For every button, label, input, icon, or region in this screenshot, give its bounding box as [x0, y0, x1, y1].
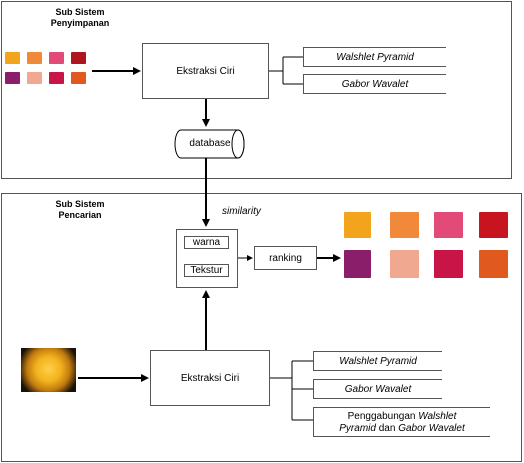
ranking-box: ranking [254, 246, 317, 270]
search-extraction-box: Ekstraksi Ciri [150, 350, 270, 406]
storage-method-bracket [269, 56, 303, 85]
search-subsystem-panel [1, 193, 522, 462]
result-rose-image [390, 212, 419, 238]
feature-texture-box: Tekstur [184, 264, 229, 277]
search-title-line1: Sub Sistem [55, 199, 105, 209]
database-cylinder-icon [174, 129, 245, 159]
storage-method-walshlet: Walshlet Pyramid [303, 47, 446, 67]
search-method-gabor: Gabor Wavalet [313, 379, 442, 399]
similarity-label: similarity [222, 206, 261, 217]
search-title-line2: Pencarian [58, 210, 102, 220]
feature-color-box: warna [184, 236, 229, 249]
storage-method-gabor: Gabor Wavalet [303, 74, 446, 94]
stored-rose-image [27, 52, 42, 64]
search-method-combined: Penggabungan Walshlet Pyramid dan Gabor … [313, 407, 490, 437]
search-method-bracket [270, 360, 313, 421]
stored-rose-image [49, 52, 64, 64]
result-rose-image [344, 250, 371, 278]
stored-rose-image [49, 72, 64, 84]
storage-extraction-box: Ekstraksi Ciri [142, 43, 269, 99]
storage-title-line2: Penyimpanan [50, 18, 110, 28]
stored-rose-image [5, 52, 20, 64]
storage-title-line1: Sub Sistem [55, 7, 105, 17]
stored-rose-image [71, 72, 86, 84]
result-image-grid [340, 210, 520, 290]
storage-image-collection [5, 52, 91, 90]
storage-extraction-label: Ekstraksi Ciri [176, 65, 235, 77]
result-rose-image [434, 250, 463, 278]
result-rose-image [434, 212, 463, 238]
stored-rose-image [27, 72, 42, 84]
database-label: database [189, 138, 231, 149]
result-rose-image [479, 212, 508, 238]
stored-rose-image [71, 52, 86, 64]
search-subsystem-title: Sub Sistem Pencarian [20, 199, 140, 221]
search-method-walshlet: Walshlet Pyramid [313, 351, 442, 371]
result-rose-image [390, 250, 419, 278]
stored-rose-image [5, 72, 20, 84]
result-rose-image [344, 212, 371, 238]
result-rose-image [479, 250, 508, 278]
search-extraction-label: Ekstraksi Ciri [180, 372, 240, 384]
storage-subsystem-title: Sub Sistem Penyimpanan [20, 7, 140, 29]
query-rose-image [21, 348, 76, 392]
